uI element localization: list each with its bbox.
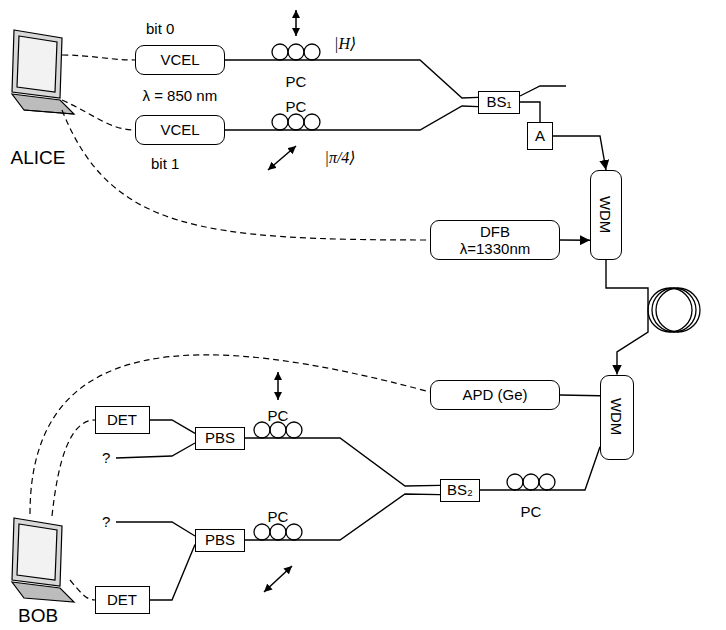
- polarizing-beam-splitter: PBS: [195, 427, 245, 450]
- polarizing-beam-splitter: PBS: [195, 529, 245, 552]
- detector-box: APD (Ge): [430, 380, 560, 410]
- fiber-link: [245, 438, 440, 486]
- fiber-loop: [507, 474, 523, 490]
- fiber-loop: [539, 474, 555, 490]
- fiber-link: [560, 239, 590, 241]
- node-label: λ=1330nm: [460, 240, 530, 257]
- node-label: PBS: [205, 429, 235, 446]
- node-label: WDM: [597, 196, 614, 234]
- party-name: BOB: [18, 606, 58, 627]
- laser-box: DFBλ=1330nm: [430, 220, 560, 260]
- laser-box: VCEL: [135, 45, 225, 75]
- fiber-spool: [648, 288, 700, 332]
- fiber-loop: [286, 422, 302, 438]
- fiber-link: [553, 136, 606, 170]
- node-label: BS₂: [447, 481, 473, 498]
- fiber-loop: [523, 474, 539, 490]
- fiber-loop: [304, 114, 320, 130]
- fiber-loop: [270, 422, 286, 438]
- port-label: ?: [102, 450, 110, 467]
- beam-splitter: BS₂: [440, 479, 480, 502]
- node-label: VCEL: [160, 51, 199, 68]
- beam-splitter: BS₁: [478, 91, 520, 114]
- controller-label: PC: [268, 509, 289, 526]
- fiber-loop: [304, 44, 320, 60]
- fiber-link: [225, 106, 478, 130]
- attenuator-box: A: [527, 122, 553, 150]
- fiber-link: [150, 420, 196, 433]
- controller-label: PC: [268, 408, 289, 425]
- node-label: WDM: [608, 398, 625, 436]
- bit-label: bit 0: [146, 21, 174, 38]
- laser-box: VCEL: [135, 115, 225, 145]
- fiber-link: [606, 260, 648, 375]
- controller-label: PC: [521, 504, 542, 521]
- port-label: ?: [102, 514, 110, 531]
- fiber-link: [150, 545, 196, 600]
- detector-box: DET: [95, 586, 150, 614]
- node-label: DFB: [480, 223, 510, 240]
- wdm-box: WDM: [600, 375, 634, 460]
- fiber-link: [245, 494, 440, 540]
- controller-label: PC: [286, 74, 307, 91]
- fiber-link: [225, 60, 478, 98]
- state-label: |H⟩: [334, 35, 356, 53]
- bob-laptop: [12, 518, 74, 602]
- fiber-stub: [116, 443, 195, 458]
- fiber-loop: [272, 114, 288, 130]
- state-label: |π/4⟩: [325, 149, 356, 167]
- fiber-loop: [272, 44, 288, 60]
- fiber-loop: [254, 422, 270, 438]
- wavelength-label: λ = 850 nm: [143, 88, 218, 105]
- bit-label: bit 1: [151, 156, 179, 173]
- node-label: APD (Ge): [462, 386, 527, 403]
- controller-label: PC: [286, 99, 307, 116]
- polarization-controller: [254, 44, 555, 540]
- node-label: DET: [107, 591, 137, 608]
- node-label: BS₁: [486, 93, 511, 110]
- node-label: A: [535, 127, 545, 144]
- node-label: VCEL: [160, 121, 199, 138]
- fiber-loop: [288, 114, 304, 130]
- node-label: DET: [107, 411, 137, 428]
- detector-box: DET: [95, 406, 150, 434]
- fiber-link: [560, 394, 600, 396]
- party-name: ALICE: [11, 148, 66, 169]
- fiber-loop: [254, 524, 270, 540]
- fiber-loop: [270, 524, 286, 540]
- fiber-link: [480, 447, 600, 490]
- wdm-box: WDM: [590, 170, 622, 260]
- fiber-stub: [116, 522, 195, 536]
- node-label: PBS: [205, 531, 235, 548]
- fiber-loop: [286, 524, 302, 540]
- polarization-arrow: [264, 10, 296, 592]
- fiber-stub: [520, 86, 566, 96]
- fiber-loop: [288, 44, 304, 60]
- fiber-link: [520, 102, 540, 122]
